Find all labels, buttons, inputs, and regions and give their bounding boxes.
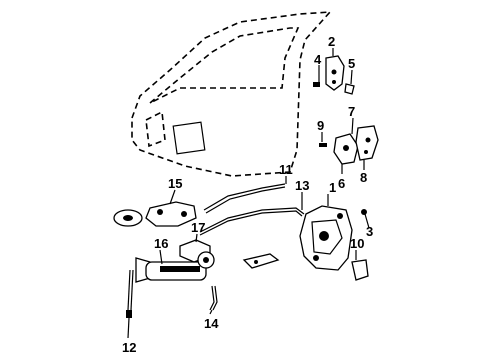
callout-7: 7 bbox=[348, 104, 355, 119]
callout-5: 5 bbox=[348, 56, 355, 71]
outside-handle bbox=[126, 257, 207, 318]
callout-15: 15 bbox=[168, 176, 182, 191]
callout-10: 10 bbox=[350, 236, 364, 251]
upper-hinge-parts bbox=[313, 55, 355, 95]
lock-assembly bbox=[299, 205, 369, 281]
door-frame-outline bbox=[131, 11, 332, 177]
callout-13: 13 bbox=[295, 178, 309, 193]
callout-17: 17 bbox=[191, 220, 205, 235]
callout-4: 4 bbox=[314, 52, 322, 67]
callout-11: 11 bbox=[279, 162, 293, 177]
callout-14: 14 bbox=[204, 316, 219, 331]
callout-1: 1 bbox=[329, 180, 336, 195]
callout-12: 12 bbox=[122, 340, 136, 355]
callout-8: 8 bbox=[360, 170, 367, 185]
callout-9: 9 bbox=[317, 118, 324, 133]
callout-6: 6 bbox=[338, 176, 345, 191]
callout-3: 3 bbox=[366, 224, 373, 239]
inside-handle bbox=[113, 201, 197, 227]
lower-hinge-parts bbox=[319, 125, 379, 165]
leader-lines bbox=[127, 48, 370, 339]
callout-16: 16 bbox=[154, 236, 168, 251]
rod-clip bbox=[242, 253, 280, 269]
callout-2: 2 bbox=[328, 34, 335, 49]
control-rods bbox=[199, 183, 305, 236]
callout-labels: 1 2 3 4 5 6 7 8 9 10 11 12 13 14 15 16 1… bbox=[122, 34, 373, 355]
lock-cylinder bbox=[179, 239, 218, 311]
